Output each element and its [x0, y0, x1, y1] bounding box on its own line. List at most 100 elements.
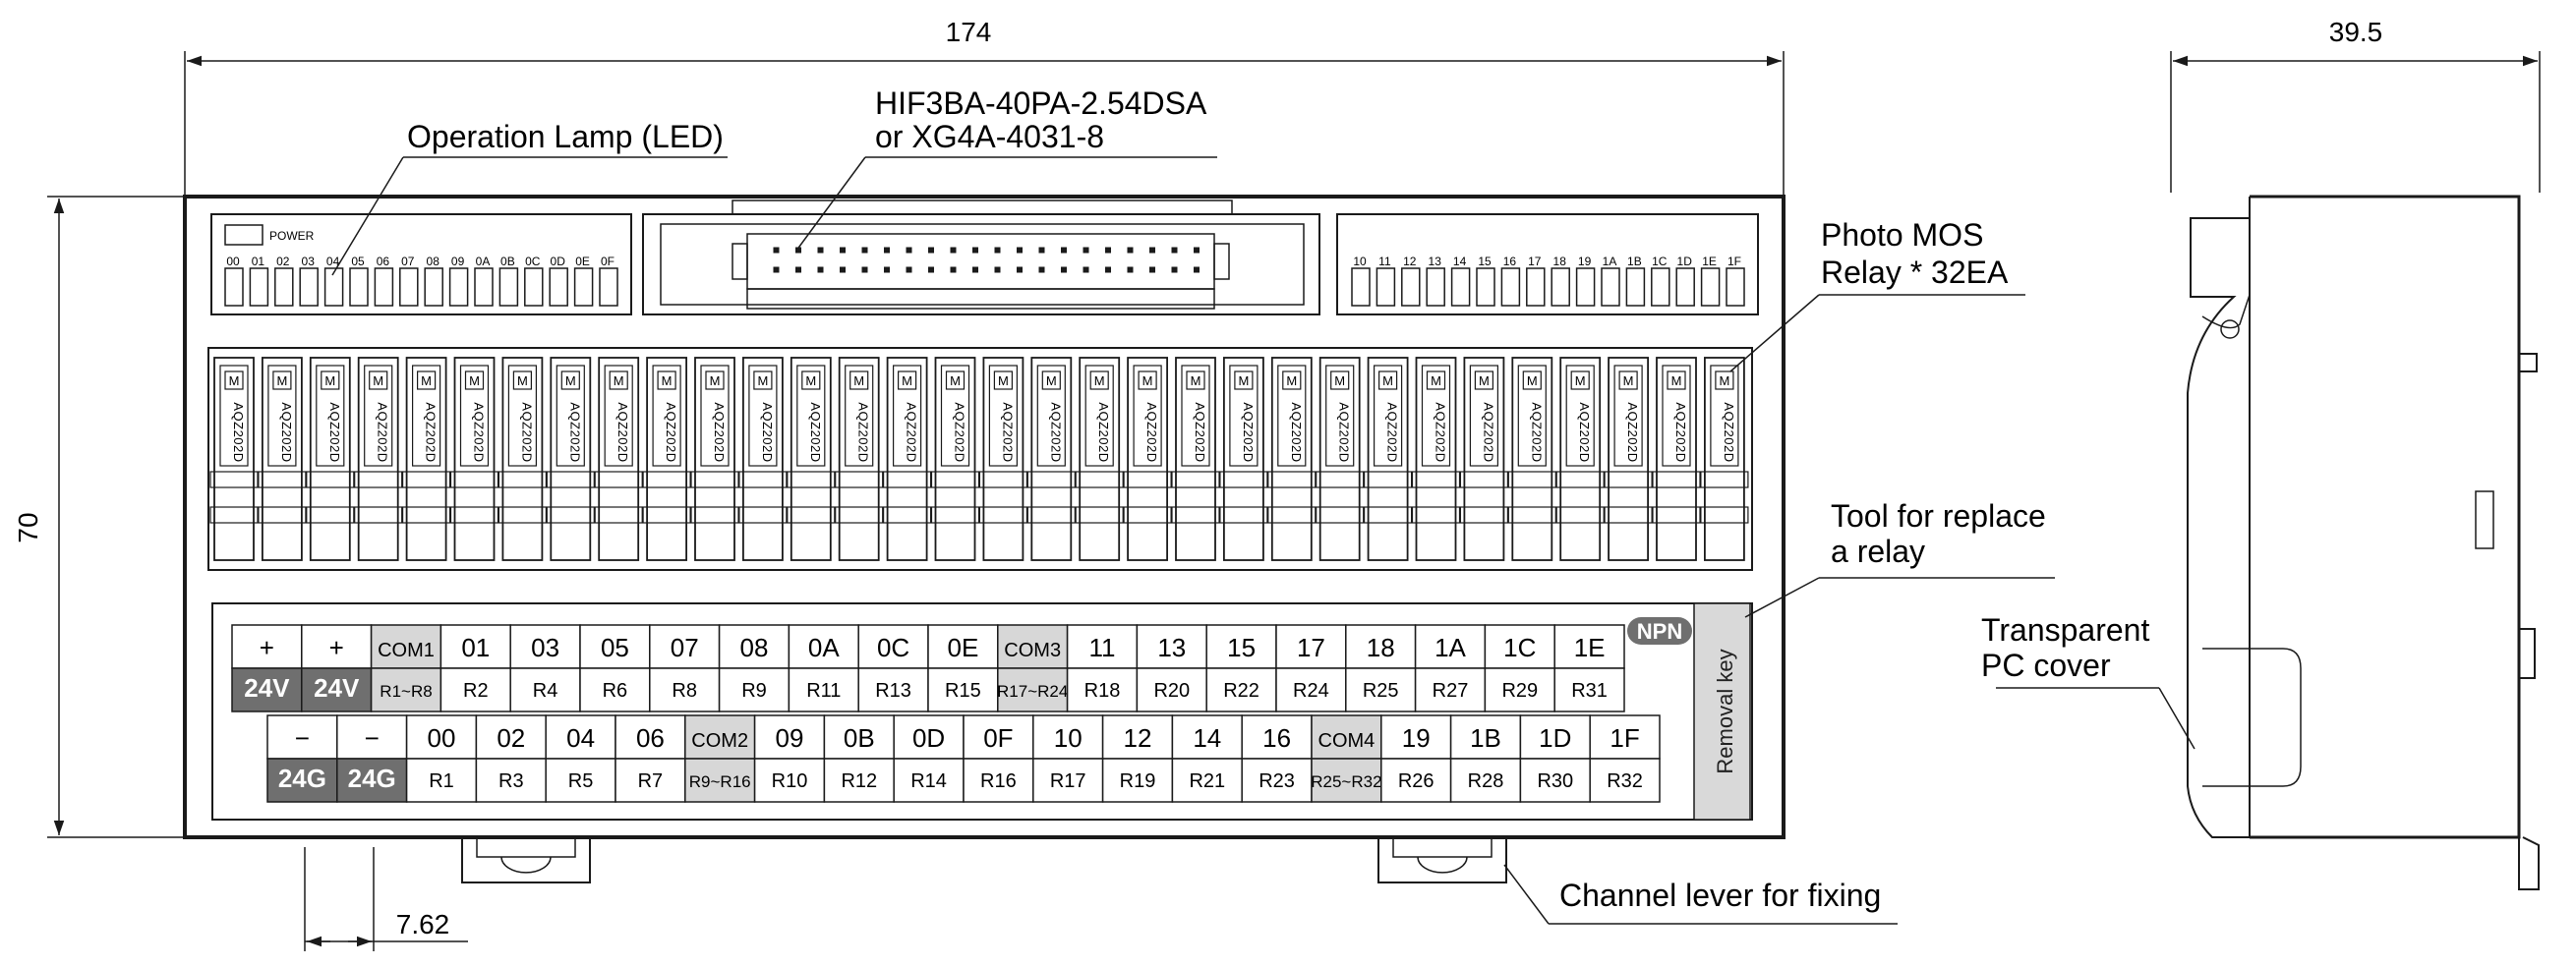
terminal-top-2[interactable]: +24V [301, 624, 373, 712]
led-label-1C: 1C [1652, 255, 1668, 268]
led-label-0B: 0B [500, 255, 515, 268]
connector-pin [817, 247, 824, 254]
led-07 [399, 267, 419, 307]
terminal-top-label: 06 [636, 723, 665, 753]
removal-key[interactable] [1693, 602, 1751, 821]
connector-pin [1083, 247, 1089, 254]
terminal-top-1[interactable]: +24V [231, 624, 303, 712]
terminal-bottom-label: R15 [945, 680, 981, 702]
relay-part-number: AQZ202D [1722, 402, 1736, 462]
connector-pin [1171, 266, 1178, 273]
connector-pin [1061, 247, 1067, 254]
led-1D [1675, 267, 1695, 307]
relay-marking: M [1623, 373, 1634, 388]
relay-marking: M [229, 373, 240, 388]
terminal-bottom-label: R21 [1189, 770, 1225, 792]
connector-pin [1127, 266, 1134, 273]
relay-maker-logo [1522, 370, 1542, 390]
terminal-bottom-label: R10 [772, 770, 808, 792]
relay-maker-logo [560, 370, 580, 390]
callout-photo-mos-1: Photo MOS [1821, 217, 1983, 253]
power-label: POWER [269, 229, 315, 243]
connector-pin [906, 266, 912, 273]
relay-maker-logo [1186, 370, 1205, 390]
relay-part-number: AQZ202D [856, 402, 871, 462]
relay-maker-logo [1282, 370, 1302, 390]
led-0B [498, 267, 519, 307]
terminal-top-label: 0D [912, 723, 945, 753]
terminal-bottom-2[interactable]: −24G [336, 714, 408, 803]
relay-marking: M [1238, 373, 1249, 388]
terminal-bottom-1[interactable]: −24G [266, 714, 338, 803]
